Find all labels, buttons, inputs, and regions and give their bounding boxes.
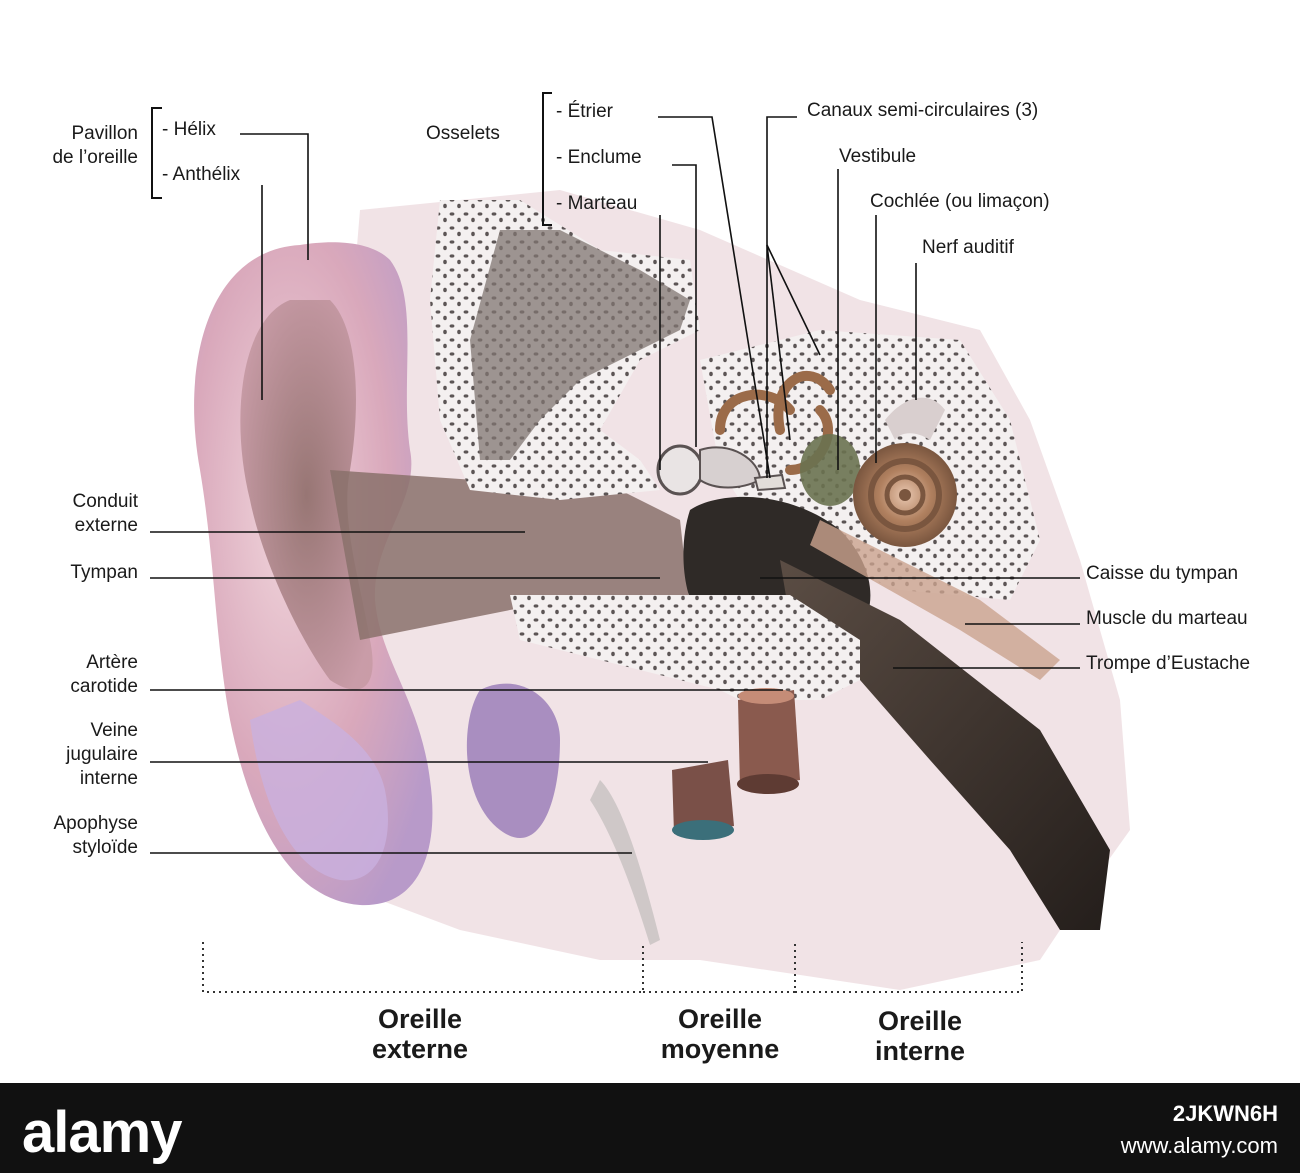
cochlea-spiral-shape [853, 443, 957, 547]
styloid-process-shape [590, 780, 660, 945]
stapes-shape [753, 473, 787, 492]
temporal-bone-floor [510, 595, 860, 700]
alamy-logo: alamy [22, 1100, 182, 1165]
footer-bar: alamy 2JKWN6H www.alamy.com [0, 1083, 1300, 1173]
ear-illustration [150, 92, 1130, 993]
footer-info: 2JKWN6H www.alamy.com [1121, 1101, 1278, 1159]
label-nerf: Nerf auditif [922, 237, 1014, 258]
label-cochlee: Cochlée (ou limaçon) [870, 191, 1050, 212]
label-caisse: Caisse du tympan [1086, 563, 1239, 584]
concha-shape [240, 300, 373, 690]
label-tympan: Tympan [70, 562, 138, 583]
upper-cavity [470, 230, 690, 460]
label-veine: Veine jugulaire interne [66, 720, 138, 789]
label-canaux: Canaux semi-circulaires (3) [807, 100, 1039, 121]
jugular-vessel [466, 683, 560, 838]
zone-oreille-moyenne: Oreille moyenne [660, 1004, 780, 1064]
pavillon-bracket [151, 107, 162, 199]
label-anthelix: - Anthélix [162, 164, 241, 185]
eustachian-tube-shape [780, 560, 1110, 930]
zone-oreille-interne: Oreille interne [874, 1006, 966, 1066]
label-osselets: Osselets [426, 123, 500, 144]
label-pavillon: Pavillon de l’oreille [52, 123, 138, 168]
label-artere: Artère carotide [70, 652, 138, 697]
zone-brackets [202, 942, 1023, 993]
leader-lines [150, 116, 1080, 854]
footer-url: www.alamy.com [1120, 1133, 1278, 1158]
zone-oreille-externe: Oreille externe [371, 1004, 469, 1064]
label-vestibule: Vestibule [839, 146, 917, 167]
label-conduit: Conduit externe [72, 491, 139, 536]
label-etrier: - Étrier [556, 101, 613, 122]
label-apophyse: Apophyse styloïde [53, 813, 138, 858]
label-marteau: - Marteau [556, 193, 638, 214]
muscle-band [810, 520, 1060, 680]
osselets-bracket [542, 92, 552, 226]
label-enclume: - Enclume [556, 147, 642, 168]
label-muscle: Muscle du marteau [1086, 608, 1248, 629]
label-helix: - Hélix [162, 119, 216, 140]
malleus-head [656, 444, 704, 496]
carotid-artery-tube [737, 688, 800, 794]
vestibule-shape [800, 434, 860, 506]
lobe-highlight [250, 700, 388, 881]
label-trompe: Trompe d’Eustache [1086, 653, 1251, 674]
image-id: 2JKWN6H [1172, 1101, 1278, 1126]
auditory-nerve-shape [885, 397, 945, 440]
jugular-vein-tube [672, 760, 734, 840]
